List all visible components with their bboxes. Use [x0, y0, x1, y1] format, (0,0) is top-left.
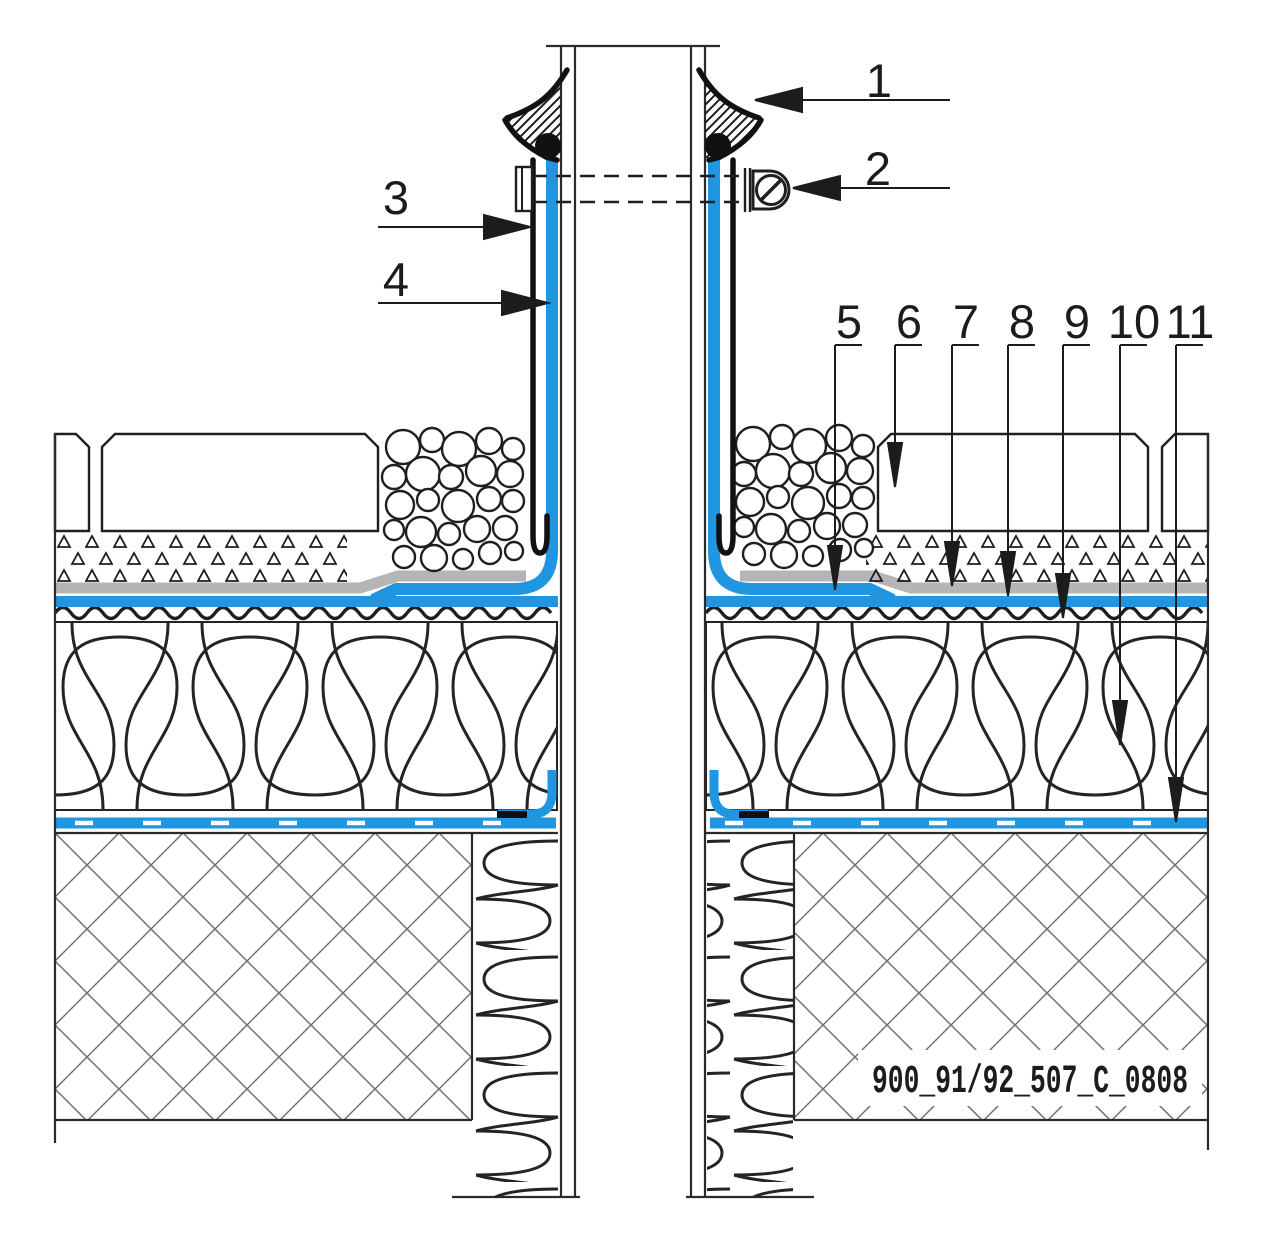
bedding-layer-triangles [57, 534, 1208, 584]
callout-label-5: 5 [836, 295, 862, 348]
callout-label-7: 7 [953, 295, 979, 348]
callout-leaders [378, 86, 1203, 823]
callout-label-3: 3 [383, 171, 409, 224]
clamping-band [514, 165, 791, 213]
callout-label-4: 4 [383, 253, 409, 306]
sealing-bead-right [705, 133, 731, 159]
callout-label-8: 8 [1009, 295, 1035, 348]
shaft-insulation-strips [452, 834, 814, 1199]
protective-sheet [530, 157, 736, 556]
callout-label-11: 11 [1166, 295, 1215, 348]
callout-label-6: 6 [896, 295, 922, 348]
vapour-barrier-upturn-left [498, 770, 557, 819]
sealing-collar [502, 67, 764, 163]
callout-label-2: 2 [865, 142, 891, 195]
section-edges [53, 433, 1210, 1150]
pipe [546, 44, 720, 1197]
insulation-layer [55, 621, 1208, 811]
vapour-barrier-upturn-right [709, 770, 768, 819]
sealing-bead-left [535, 133, 561, 159]
callout-label-9: 9 [1064, 295, 1090, 348]
drawing-code-plate: 900_91/92_507_C_0808 [858, 1050, 1202, 1106]
membrane-upstand [370, 160, 896, 606]
callout-labels: 1 2 3 4 5 6 7 8 9 10 11 [383, 54, 1214, 348]
separation-layer-wavy [53, 605, 1204, 621]
callout-label-10: 10 [1108, 295, 1160, 348]
callout-label-1: 1 [866, 54, 892, 107]
vapour-barrier-layer [55, 770, 1208, 829]
paver-slabs [53, 432, 1210, 533]
waterproofing-membrane [55, 596, 1208, 607]
drawing-code: 900_91/92_507_C_0808 [872, 1060, 1188, 1105]
